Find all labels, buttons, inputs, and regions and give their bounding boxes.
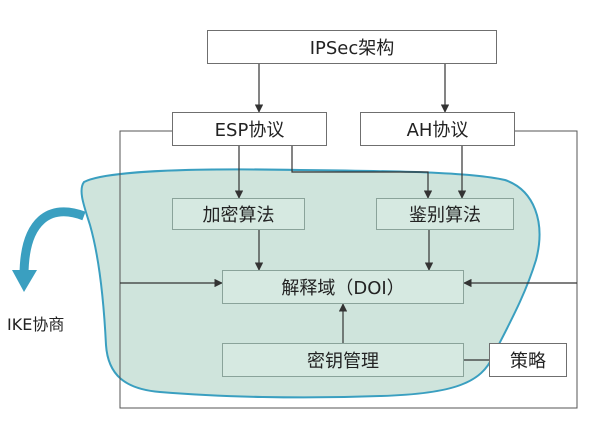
ipsec-architecture-box: IPSec架构 <box>207 30 497 64</box>
esp-protocol-box: ESP协议 <box>172 112 327 146</box>
esp-to-authentication-arrow <box>291 146 433 199</box>
outer-frame <box>119 130 578 409</box>
esp-protocol-label: ESP协议 <box>214 120 285 141</box>
doi-box: 解释域（DOI） <box>222 270 464 304</box>
encryption-algorithm-label: 加密算法 <box>202 205 275 226</box>
ah-protocol-box: AH协议 <box>360 112 515 146</box>
policy-box: 策略 <box>489 343 567 377</box>
ipsec-architecture-label: IPSec架构 <box>309 38 395 59</box>
doi-label: 解释域（DOI） <box>281 278 405 299</box>
ike-negotiation-label: IKE协商 <box>7 315 65 334</box>
ike-arrow-head <box>12 270 37 292</box>
key-management-label: 密钥管理 <box>307 351 379 372</box>
policy-label: 策略 <box>510 351 546 372</box>
encryption-algorithm-box: 加密算法 <box>172 198 305 230</box>
authentication-algorithm-box: 鉴别算法 <box>376 198 514 230</box>
authentication-algorithm-label: 鉴别算法 <box>409 205 481 226</box>
ah-protocol-label: AH协议 <box>406 120 469 141</box>
key-management-box: 密钥管理 <box>222 343 464 377</box>
ike-curved-arrow <box>19 207 86 277</box>
